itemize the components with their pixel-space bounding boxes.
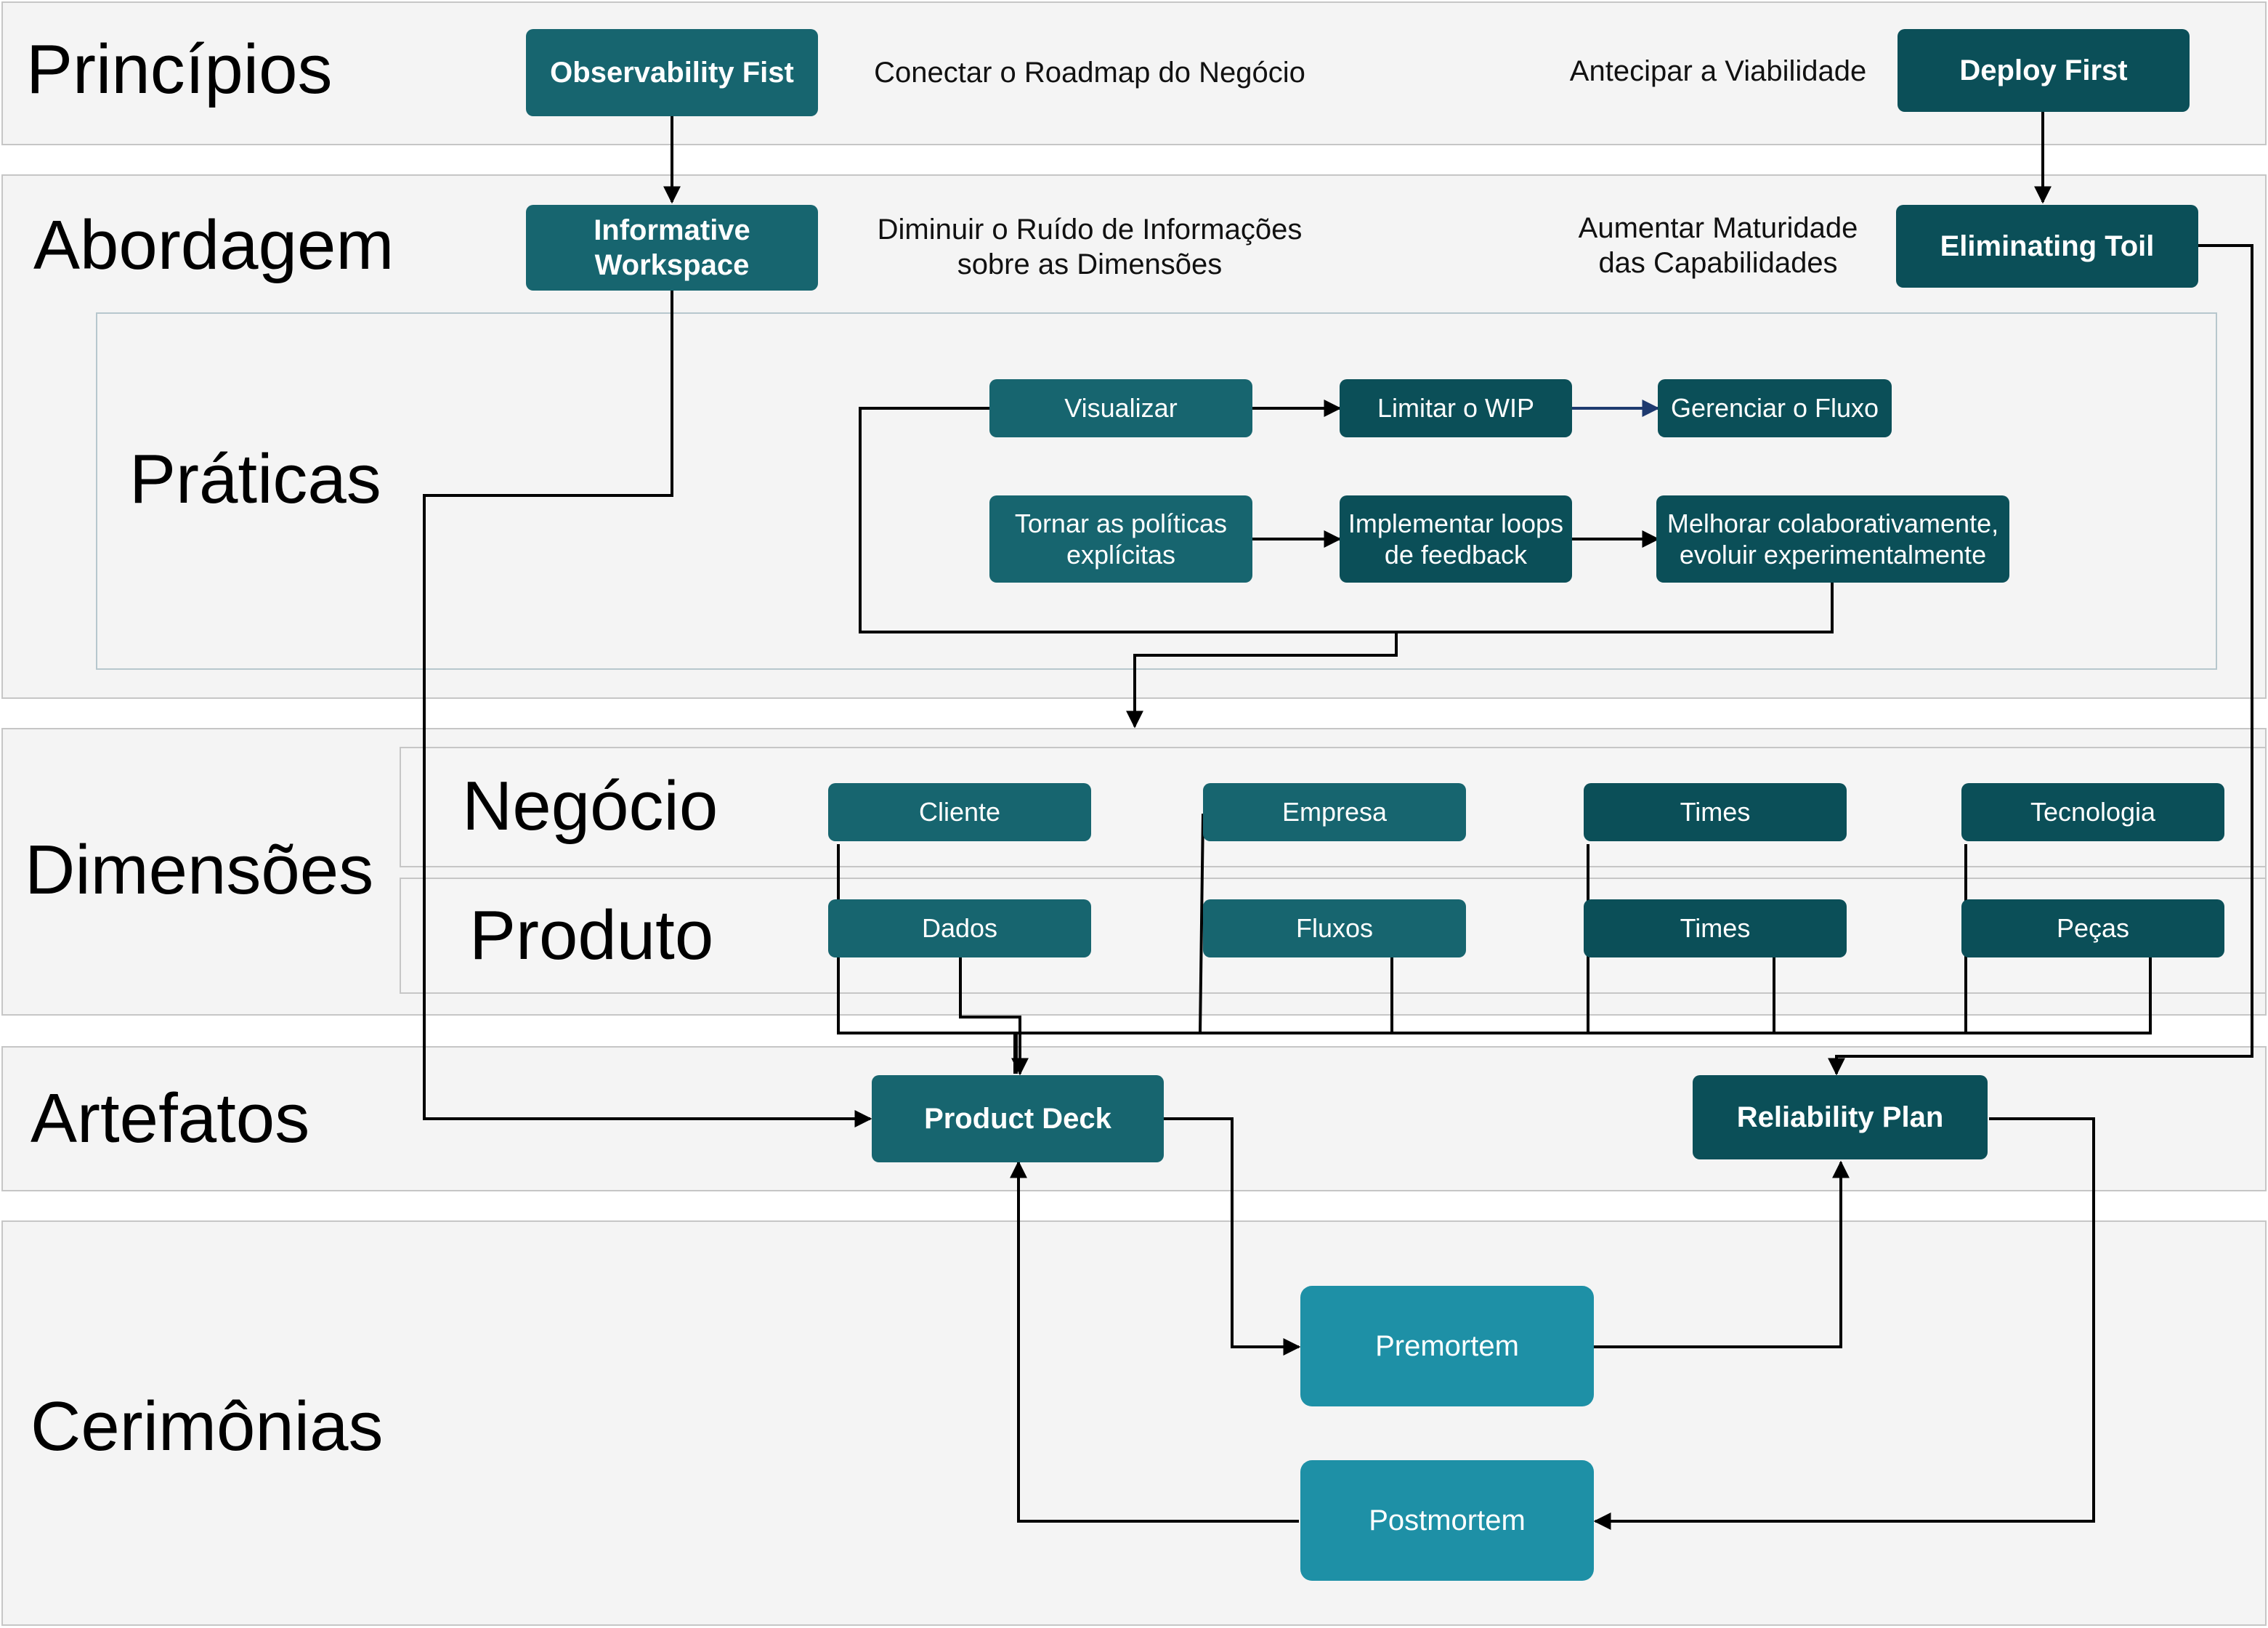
edge-praticas-to-dimensoes [1126,632,1398,729]
edge-praticas-loop [859,407,1834,633]
node-limitar-wip[interactable]: Limitar o WIP [1340,379,1572,437]
section-title-abordagem: Abordagem [33,206,394,284]
node-negocio-times[interactable]: Times [1584,783,1847,841]
section-title-principios: Princípios [26,31,333,108]
node-tornar-politicas[interactable]: Tornar as políticas explícitas [989,495,1252,583]
section-title-negocio: Negócio [462,767,718,845]
band-cerimonias [1,1220,2267,1626]
label-aumentar-maturidade: Aumentar Maturidade das Capabilidades [1578,212,1858,279]
node-produto-times[interactable]: Times [1584,899,1847,957]
label-diminuir-ruido: Diminuir o Ruído de Informações sobre as… [877,214,1303,280]
node-informative-workspace[interactable]: Informative Workspace [526,205,818,291]
edge-reliability-to-postmortem [1593,1117,2095,1530]
node-negocio-empresa[interactable]: Empresa [1203,783,1466,841]
node-melhorar-colaborativamente[interactable]: Melhorar colaborativamente, evoluir expe… [1656,495,2009,583]
section-title-produto: Produto [469,896,714,974]
node-negocio-tecnologia[interactable]: Tecnologia [1961,783,2224,841]
section-title-artefatos: Artefatos [31,1080,310,1157]
section-title-cerimonias: Cerimônias [31,1388,384,1465]
node-gerenciar-fluxo[interactable]: Gerenciar o Fluxo [1658,379,1892,437]
edge-dados-to-productdeck [959,957,1029,1076]
edge-toil-to-reliability [1828,244,2253,1076]
node-produto-dados[interactable]: Dados [828,899,1091,957]
node-visualizar[interactable]: Visualizar [989,379,1252,437]
node-product-deck[interactable]: Product Deck [872,1075,1164,1162]
node-deploy-first[interactable]: Deploy First [1898,29,2190,112]
edge-workspace-to-productdeck [423,291,872,1127]
label-conectar-roadmap: Conectar o Roadmap do Negócio [874,57,1305,89]
edge-productdeck-to-premortem [1164,1117,1301,1356]
node-produto-fluxos[interactable]: Fluxos [1203,899,1466,957]
node-reliability-plan[interactable]: Reliability Plan [1693,1075,1988,1159]
label-antecipar-viabilidade: Antecipar a Viabilidade [1569,55,1867,87]
node-negocio-cliente[interactable]: Cliente [828,783,1091,841]
node-postmortem[interactable]: Postmortem [1300,1460,1594,1581]
node-premortem[interactable]: Premortem [1300,1286,1594,1406]
node-eliminating-toil[interactable]: Eliminating Toil [1896,205,2198,288]
node-produto-pecas[interactable]: Peças [1961,899,2224,957]
node-observability-first[interactable]: Observability Fist [526,29,818,116]
edge-premortem-to-reliability [1592,1160,1850,1348]
band-principios [1,1,2267,145]
section-title-praticas: Práticas [129,440,381,518]
node-implementar-loops[interactable]: Implementar loops de feedback [1340,495,1572,583]
band-praticas [96,312,2217,670]
section-title-dimensoes: Dimensões [25,831,374,909]
edge-postmortem-to-productdeck [1010,1160,1299,1523]
